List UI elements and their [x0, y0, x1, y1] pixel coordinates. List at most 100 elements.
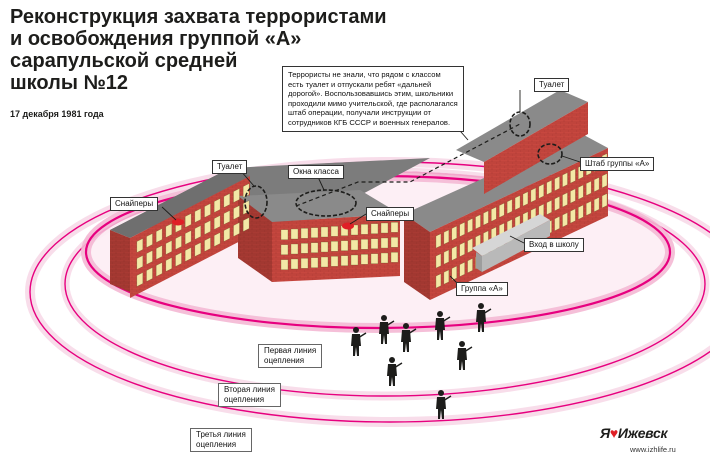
window [290, 228, 299, 240]
window [380, 252, 389, 264]
window [570, 188, 576, 204]
window [350, 239, 359, 251]
window [330, 256, 339, 267]
window [451, 245, 457, 261]
window [459, 241, 465, 257]
window [214, 198, 221, 213]
label-toilet-left: Туалет [212, 160, 248, 174]
window [310, 227, 319, 238]
label-entrance: Вход в школу [524, 238, 584, 252]
window [310, 242, 319, 253]
page-title: Реконструкция захвата террористами и осв… [10, 6, 387, 94]
event-date: 17 декабря 1981 года [10, 109, 104, 119]
soldier-figure [476, 303, 492, 332]
brand-site: www.izhlife.ru [630, 445, 676, 454]
window [435, 233, 442, 249]
window [320, 256, 329, 268]
label-hq: Штаб группы «А» [580, 157, 655, 171]
sniper-markers [172, 218, 354, 230]
window [578, 184, 584, 200]
window [562, 212, 568, 228]
window [340, 255, 349, 266]
window [380, 237, 389, 249]
brand-logo: Я♥Ижевск [600, 425, 668, 441]
heart-icon: ♥ [609, 425, 618, 441]
window [360, 239, 369, 250]
brand-name: Ижевск [617, 425, 668, 441]
window [601, 193, 608, 209]
window [204, 237, 211, 252]
window [204, 220, 211, 235]
window [185, 213, 192, 228]
window [435, 273, 442, 289]
window [243, 217, 250, 232]
window [223, 210, 230, 225]
route-line [295, 123, 521, 207]
window [538, 183, 544, 199]
window [475, 214, 481, 230]
window [243, 183, 250, 198]
window [483, 210, 489, 226]
soldier-figure [436, 390, 452, 419]
window [350, 254, 359, 266]
window [443, 269, 450, 285]
main-building [110, 158, 430, 298]
window [156, 262, 163, 277]
window [175, 235, 182, 250]
window [586, 180, 592, 196]
window [290, 258, 299, 270]
label-third-ring: Третья линия оцепления [190, 428, 252, 452]
title-line-2: и освобождения группой «А» [10, 28, 302, 50]
toilet-left-oval [244, 185, 268, 219]
window [194, 225, 201, 240]
window [156, 228, 163, 243]
window [300, 258, 309, 269]
label-second-ring: Вторая линия оцепления [218, 383, 281, 407]
window [467, 218, 473, 234]
back-wing [456, 90, 588, 194]
window [499, 202, 505, 218]
window [146, 250, 153, 265]
title-line-1: Реконструкция захвата террористами [10, 6, 387, 28]
label-snipers-right: Снайперы [366, 207, 415, 221]
window [300, 228, 309, 239]
window [204, 203, 211, 218]
brand-prefix: Я [600, 425, 610, 441]
window [233, 222, 240, 237]
window [491, 206, 497, 222]
window [593, 177, 600, 192]
window [233, 188, 240, 203]
window [370, 223, 379, 234]
group-a-soldiers [351, 303, 492, 419]
window [185, 247, 192, 262]
window [467, 258, 473, 274]
window [370, 253, 379, 264]
window [570, 168, 576, 184]
window [443, 229, 450, 245]
window [330, 226, 339, 237]
window [136, 238, 143, 253]
soldier-figure [379, 315, 395, 344]
window [214, 232, 221, 247]
window [233, 205, 240, 220]
window [390, 222, 399, 233]
hq-oval [537, 143, 563, 165]
window [194, 242, 201, 257]
window [586, 200, 592, 216]
window [451, 265, 457, 281]
window [156, 245, 163, 260]
window [146, 267, 153, 282]
window [165, 223, 172, 238]
window [223, 193, 230, 208]
window [350, 224, 359, 236]
window [546, 179, 552, 195]
soldier-figure [457, 341, 473, 370]
callout-note: Террористы не знали, что рядом с классом… [282, 66, 464, 132]
title-line-4: школы №12 [10, 72, 129, 94]
window [310, 257, 319, 268]
window [546, 199, 552, 215]
label-group-a: Группа «А» [456, 282, 508, 296]
window [320, 226, 329, 238]
soldier-figure [351, 327, 367, 356]
window [467, 238, 473, 254]
